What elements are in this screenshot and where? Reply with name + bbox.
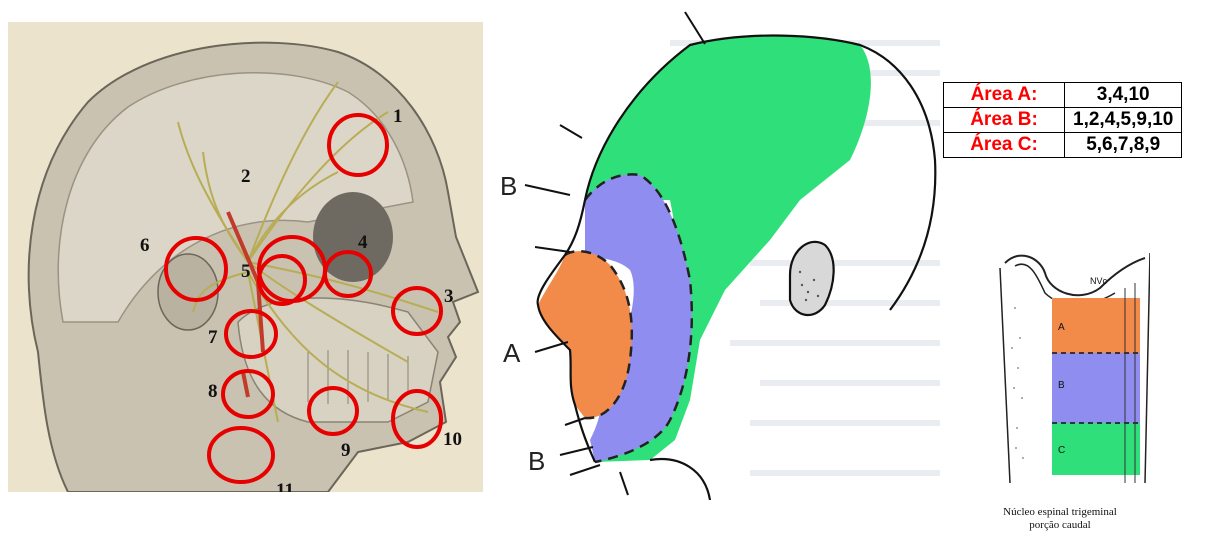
caption-line-2: porção caudal: [960, 519, 1160, 532]
area-c-label: Área C:: [944, 133, 1065, 158]
dermatome-label-b-lower: B: [528, 446, 545, 476]
band-b: [1052, 353, 1140, 423]
band-a: [1052, 298, 1140, 353]
table-row: Área B: 1,2,4,5,9,10: [944, 108, 1182, 133]
skull-label-7: 7: [208, 327, 218, 348]
area-a-region: [538, 251, 632, 418]
stipple-left: [1011, 307, 1024, 459]
spinal-top-rim: [1005, 256, 1145, 296]
spinal-label-b: B: [1058, 380, 1065, 391]
neck-outline: [650, 459, 710, 500]
skull-label-9: 9: [341, 440, 351, 461]
area-b-label: Área B:: [944, 108, 1065, 133]
skull-label-2: 2: [241, 166, 251, 187]
area-b-values: 1,2,4,5,9,10: [1065, 108, 1182, 133]
skull-svg: 1 2 3 4 5 6 7 8 9 10 11: [8, 22, 483, 492]
spinal-label-c: C: [1058, 445, 1065, 456]
dermatome-svg: B A B: [490, 0, 950, 500]
skull-label-5: 5: [241, 261, 251, 282]
area-mapping-table: Área A: 3,4,10 Área B: 1,2,4,5,9,10 Área…: [943, 82, 1182, 158]
spinal-caption: Núcleo espinal trigeminal porção caudal: [960, 506, 1160, 532]
table-row: Área C: 5,6,7,8,9: [944, 133, 1182, 158]
skull-nerve-illustration: 1 2 3 4 5 6 7 8 9 10 11: [8, 22, 483, 492]
table-row: Área A: 3,4,10: [944, 83, 1182, 108]
spinal-trigeminal-nucleus-diagram: NVc A B C: [990, 248, 1150, 488]
caption-line-1: Núcleo espinal trigeminal: [960, 506, 1160, 519]
area-a-values: 3,4,10: [1065, 83, 1182, 108]
skull-label-8: 8: [208, 381, 218, 402]
dermatome-head-profile: B A B: [490, 0, 950, 500]
area-c-values: 5,6,7,8,9: [1065, 133, 1182, 158]
skull-label-11: 11: [276, 480, 294, 492]
nucleus-label: NVc: [1090, 276, 1108, 286]
skull-label-6: 6: [140, 235, 150, 256]
spinal-svg: NVc A B C: [990, 248, 1150, 488]
spinal-label-a: A: [1058, 322, 1065, 333]
skull-label-3: 3: [444, 286, 454, 307]
skull-label-4: 4: [358, 232, 368, 253]
area-a-label: Área A:: [944, 83, 1065, 108]
skull-label-1: 1: [393, 106, 403, 127]
skull-label-10: 10: [443, 429, 462, 450]
dermatome-label-a: A: [503, 338, 521, 368]
dermatome-label-b-upper: B: [500, 171, 517, 201]
